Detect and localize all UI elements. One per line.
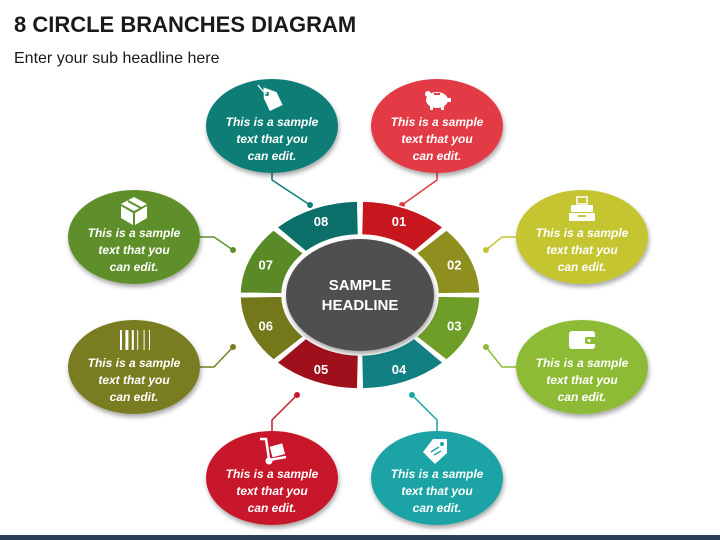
wallet-icon bbox=[569, 331, 596, 349]
ring-segment-04 bbox=[360, 337, 445, 390]
branch-text-03-line-2: text that you bbox=[546, 373, 618, 387]
connector-dot-07 bbox=[230, 247, 236, 253]
page-subtitle: Enter your sub headline here bbox=[14, 50, 220, 67]
ring-segment-01 bbox=[360, 200, 445, 253]
ring-segment-06 bbox=[239, 295, 306, 362]
ring-segment-05 bbox=[275, 337, 360, 390]
branch-text-07-line-3: can edit. bbox=[110, 260, 159, 274]
branch-text-08-line-3: can edit. bbox=[248, 149, 297, 163]
connector-line-08 bbox=[271, 171, 311, 206]
branch-text-05-line-1: This is a sample bbox=[226, 467, 319, 481]
branch-text-06-line-3: can edit. bbox=[110, 390, 159, 404]
package-box-icon bbox=[121, 197, 147, 225]
branch-text-04-line-2: text that you bbox=[401, 484, 473, 498]
branch-oval-01: This is a sample text that you can edit. bbox=[371, 79, 503, 173]
segment-number-07: 07 bbox=[259, 257, 273, 272]
connector-dot-04 bbox=[409, 392, 415, 398]
branch-oval-03: This is a sample text that you can edit. bbox=[516, 320, 648, 414]
branch-text-04-line-1: This is a sample bbox=[391, 467, 484, 481]
branch-text-08-line-1: This is a sample bbox=[226, 115, 319, 129]
branch-oval-07: This is a sample text that you can edit. bbox=[68, 190, 200, 284]
connector-line-07 bbox=[200, 236, 234, 251]
branch-oval-08: This is a sample text that you can edit. bbox=[206, 79, 338, 173]
segment-number-03: 03 bbox=[447, 319, 461, 334]
branch-text-02-line-3: can edit. bbox=[558, 260, 607, 274]
price-tag-icon bbox=[423, 439, 447, 464]
segment-number-02: 02 bbox=[447, 257, 461, 272]
connector-line-03 bbox=[485, 346, 516, 368]
branch-text-03-line-3: can edit. bbox=[558, 390, 607, 404]
ring-segment-03 bbox=[414, 295, 481, 362]
branch-text-03-line-1: This is a sample bbox=[536, 356, 629, 370]
branch-text-08-line-2: text that you bbox=[236, 132, 308, 146]
branch-text-06-line-1: This is a sample bbox=[88, 356, 181, 370]
connector-line-05 bbox=[271, 394, 298, 433]
branch-text-01-line-3: can edit. bbox=[413, 149, 462, 163]
connector-line-04 bbox=[411, 394, 438, 433]
branch-text-05-line-3: can edit. bbox=[248, 501, 297, 515]
connector-line-01 bbox=[401, 171, 438, 206]
segment-number-06: 06 bbox=[259, 319, 273, 334]
segment-number-04: 04 bbox=[392, 362, 407, 377]
center-headline: SAMPLE HEADLINE bbox=[286, 239, 434, 351]
connector-dot-06 bbox=[230, 344, 236, 350]
connector-dot-03 bbox=[483, 344, 489, 350]
branch-oval-05: This is a sample text that you can edit. bbox=[206, 431, 338, 525]
ring: 01 02 03 04 05 06 07 08 bbox=[239, 200, 481, 390]
connector-dot-05 bbox=[294, 392, 300, 398]
branch-text-04-line-3: can edit. bbox=[413, 501, 462, 515]
center-headline-line1: SAMPLE bbox=[329, 277, 392, 294]
branch-oval-02: This is a sample text that you can edit. bbox=[516, 190, 648, 284]
branch-text-02-line-2: text that you bbox=[546, 243, 618, 257]
tag-icon bbox=[257, 84, 283, 111]
bottom-bar bbox=[0, 535, 720, 540]
cash-register-icon bbox=[569, 196, 595, 221]
connector-line-06 bbox=[200, 346, 234, 368]
branch-text-02-line-1: This is a sample bbox=[536, 226, 629, 240]
branch-text-01-line-2: text that you bbox=[401, 132, 473, 146]
branch-oval-04: This is a sample text that you can edit. bbox=[371, 431, 503, 525]
segment-number-08: 08 bbox=[314, 214, 328, 229]
branch-text-07-line-1: This is a sample bbox=[88, 226, 181, 240]
branch-text-05-line-2: text that you bbox=[236, 484, 308, 498]
piggy-bank-icon bbox=[425, 91, 451, 110]
connectors bbox=[200, 171, 516, 433]
ring-segment-02 bbox=[414, 228, 481, 295]
hand-truck-icon bbox=[260, 437, 287, 465]
ring-segment-08 bbox=[275, 200, 360, 253]
center-headline-line2: HEADLINE bbox=[322, 297, 399, 314]
connector-dot-02 bbox=[483, 247, 489, 253]
barcode-icon bbox=[120, 330, 150, 350]
ring-segment-07 bbox=[239, 228, 306, 295]
connector-dot-08 bbox=[307, 202, 313, 208]
branch-text-06-line-2: text that you bbox=[98, 373, 170, 387]
segment-number-05: 05 bbox=[314, 362, 328, 377]
branch-text-07-line-2: text that you bbox=[98, 243, 170, 257]
segment-number-01: 01 bbox=[392, 214, 406, 229]
branch-text-01-line-1: This is a sample bbox=[391, 115, 484, 129]
branch-oval-06: This is a sample text that you can edit. bbox=[68, 320, 200, 414]
page-title: 8 CIRCLE BRANCHES DIAGRAM bbox=[14, 12, 357, 37]
connector-line-02 bbox=[485, 236, 516, 251]
